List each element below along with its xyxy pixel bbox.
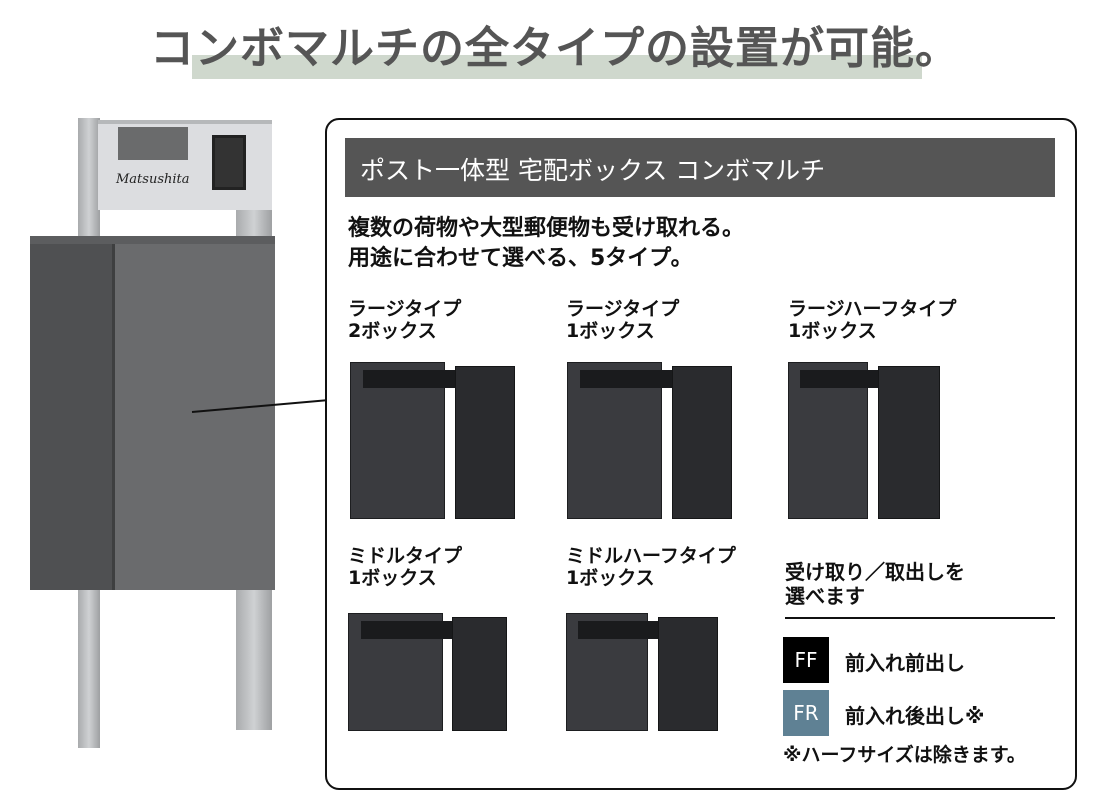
- product-image-large-2box: [350, 362, 516, 519]
- page-title: コンボマルチの全タイプの設置が可能。: [150, 23, 960, 74]
- divider: [785, 617, 1055, 619]
- intercom-icon: [212, 135, 246, 190]
- ff-label: 前入れ前出し: [845, 651, 965, 675]
- type-count: 2ボックス: [348, 320, 437, 342]
- box-top: [30, 236, 275, 244]
- legend-heading-line: 選べます: [785, 584, 865, 608]
- subtitle-line-1: 複数の荷物や大型郵便物も受け取れる。: [348, 216, 745, 241]
- mail-slot: [118, 127, 188, 160]
- fr-badge: FR: [783, 690, 829, 736]
- info-card: [325, 118, 1077, 790]
- type-count: 1ボックス: [566, 567, 655, 589]
- box-side: [30, 240, 115, 590]
- legend-heading: 受け取り／取出しを選べます: [785, 560, 965, 608]
- type-count: 1ボックス: [566, 320, 655, 342]
- footnote: ※ハーフサイズは除きます。: [783, 744, 1026, 766]
- type-name: ミドルハーフタイプ: [566, 545, 736, 567]
- type-name: ミドルタイプ: [348, 545, 463, 567]
- type-count: 1ボックス: [348, 567, 437, 589]
- type-name: ラージハーフタイプ: [788, 298, 957, 320]
- type-count: 1ボックス: [788, 320, 877, 342]
- subtitle-line-2: 用途に合わせて選べる、5タイプ。: [348, 246, 693, 271]
- box-front: [112, 243, 275, 590]
- type-name: ラージタイプ: [348, 298, 462, 320]
- fr-label: 前入れ後出し※: [845, 704, 985, 728]
- product-image-middle-half: [566, 613, 720, 731]
- title-highlight: [192, 55, 922, 79]
- product-image-middle: [348, 613, 508, 731]
- type-name: ラージタイプ: [566, 298, 680, 320]
- brand-logo: Matsushita: [116, 172, 190, 187]
- product-image-large-half: [788, 362, 942, 519]
- ff-badge: FF: [783, 637, 829, 683]
- card-header: ポスト一体型 宅配ボックス コンボマルチ: [345, 138, 1055, 197]
- legend-heading-line: 受け取り／取出しを: [785, 560, 965, 584]
- product-image-large-1box: [567, 362, 733, 519]
